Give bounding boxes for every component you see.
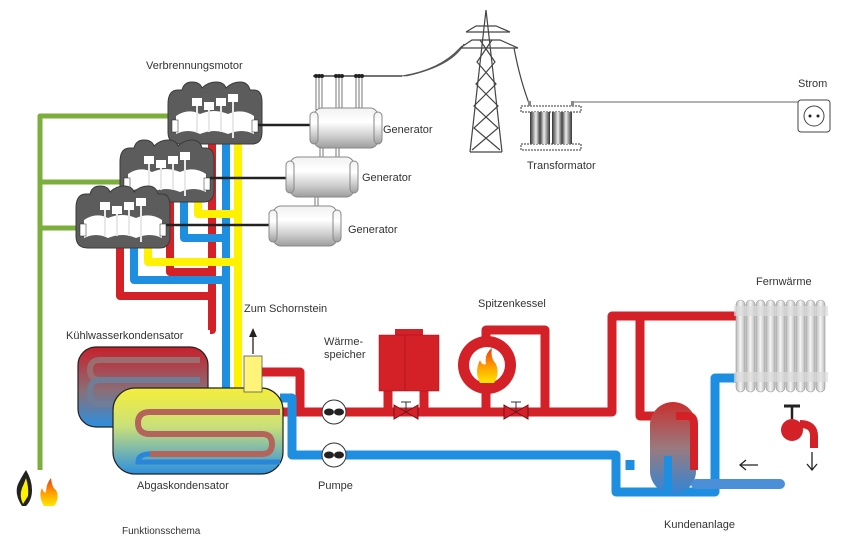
radiator-fin <box>815 299 826 393</box>
pump-icon <box>321 442 347 468</box>
label-generator-3: Generator <box>348 224 398 236</box>
power-socket-icon <box>797 99 831 133</box>
radiator-footer <box>734 372 828 382</box>
gas-flame-icon <box>16 470 32 506</box>
label-pump: Pumpe <box>318 480 353 492</box>
radiator-fin <box>795 299 806 393</box>
radiator-fin <box>745 299 756 393</box>
label-chimney: Zum Schornstein <box>244 303 328 315</box>
label-coolant-condenser: Kühlwasserkondensator <box>66 330 184 342</box>
radiator-header <box>734 306 828 316</box>
label-peak-boiler: Spitzenkessel <box>478 298 546 310</box>
label-exhaust-condenser: Abgaskondensator <box>137 480 229 492</box>
generator-icon <box>268 205 342 247</box>
power-pylon-icon <box>459 9 531 153</box>
label-engine: Verbrennungsmotor <box>146 60 243 72</box>
outflow-arrow-icon <box>806 452 818 472</box>
label-customer-station: Kundenanlage <box>664 519 735 531</box>
radiator-fin <box>785 299 796 393</box>
radiator-fin <box>755 299 766 393</box>
inflow-arrow-icon <box>738 459 758 471</box>
transformer-icon <box>520 101 582 151</box>
radiator-icon <box>734 299 828 393</box>
label-generator-1: Generator <box>383 124 433 136</box>
hot-water-supply-line <box>246 311 736 421</box>
radiator-fin <box>765 299 776 393</box>
arrow-up-icon <box>249 328 257 337</box>
label-transformer: Transformator <box>527 160 596 172</box>
high-voltage-line <box>401 43 465 77</box>
drive-shafts <box>166 123 316 227</box>
oil-flame-icon <box>40 478 58 506</box>
peak-boiler <box>458 336 516 394</box>
radiator-fin <box>775 299 786 393</box>
label-power: Strom <box>798 78 828 90</box>
flame-icon <box>477 348 498 383</box>
radiator-fin <box>805 299 816 393</box>
return-water-line <box>280 373 736 497</box>
cable-connectors <box>314 74 364 78</box>
customer-heat-exchanger <box>650 402 790 496</box>
engine-icon <box>167 81 263 145</box>
label-district-heat: Fernwärme <box>756 276 812 288</box>
gas-supply-line <box>37 113 170 470</box>
diagram-caption: Funktionsschema <box>122 526 201 537</box>
storage-tank-icon <box>378 329 440 392</box>
label-generator-2: Generator <box>362 172 412 184</box>
water-tap-icon <box>781 404 818 448</box>
chimney-exhaust <box>243 328 263 393</box>
label-storage-line1: Wärme- <box>324 336 364 348</box>
label-storage-line2: speicher <box>324 349 366 361</box>
generator-icon <box>285 156 359 198</box>
exhaust-condenser <box>112 387 284 475</box>
engine-icon <box>75 185 171 249</box>
radiator-fin <box>735 299 746 393</box>
pump-icon <box>321 399 347 425</box>
generator-icon <box>309 107 383 149</box>
